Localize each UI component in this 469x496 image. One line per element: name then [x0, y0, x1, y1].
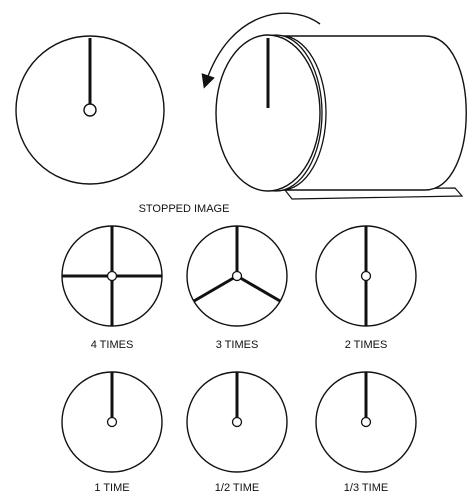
label-1-time: 1 TIME	[94, 482, 129, 494]
label-4-times: 4 TIMES	[91, 339, 134, 351]
label-2-times: 2 TIMES	[345, 339, 388, 351]
disc-third-time	[316, 372, 416, 472]
disc-half-time	[187, 372, 287, 472]
label-third-time: 1/3 TIME	[344, 482, 388, 494]
stopped-disc	[16, 36, 164, 184]
disc-3-times	[187, 226, 287, 326]
label-stopped-image: STOPPED IMAGE	[139, 203, 230, 215]
disc-4-times	[62, 226, 162, 326]
label-half-time: 1/2 TIME	[215, 482, 259, 494]
rotating-drum	[206, 13, 466, 199]
disc-2-times	[316, 226, 416, 326]
disc-hub	[84, 104, 96, 116]
label-3-times: 3 TIMES	[216, 339, 259, 351]
disc-1-time	[62, 372, 162, 472]
